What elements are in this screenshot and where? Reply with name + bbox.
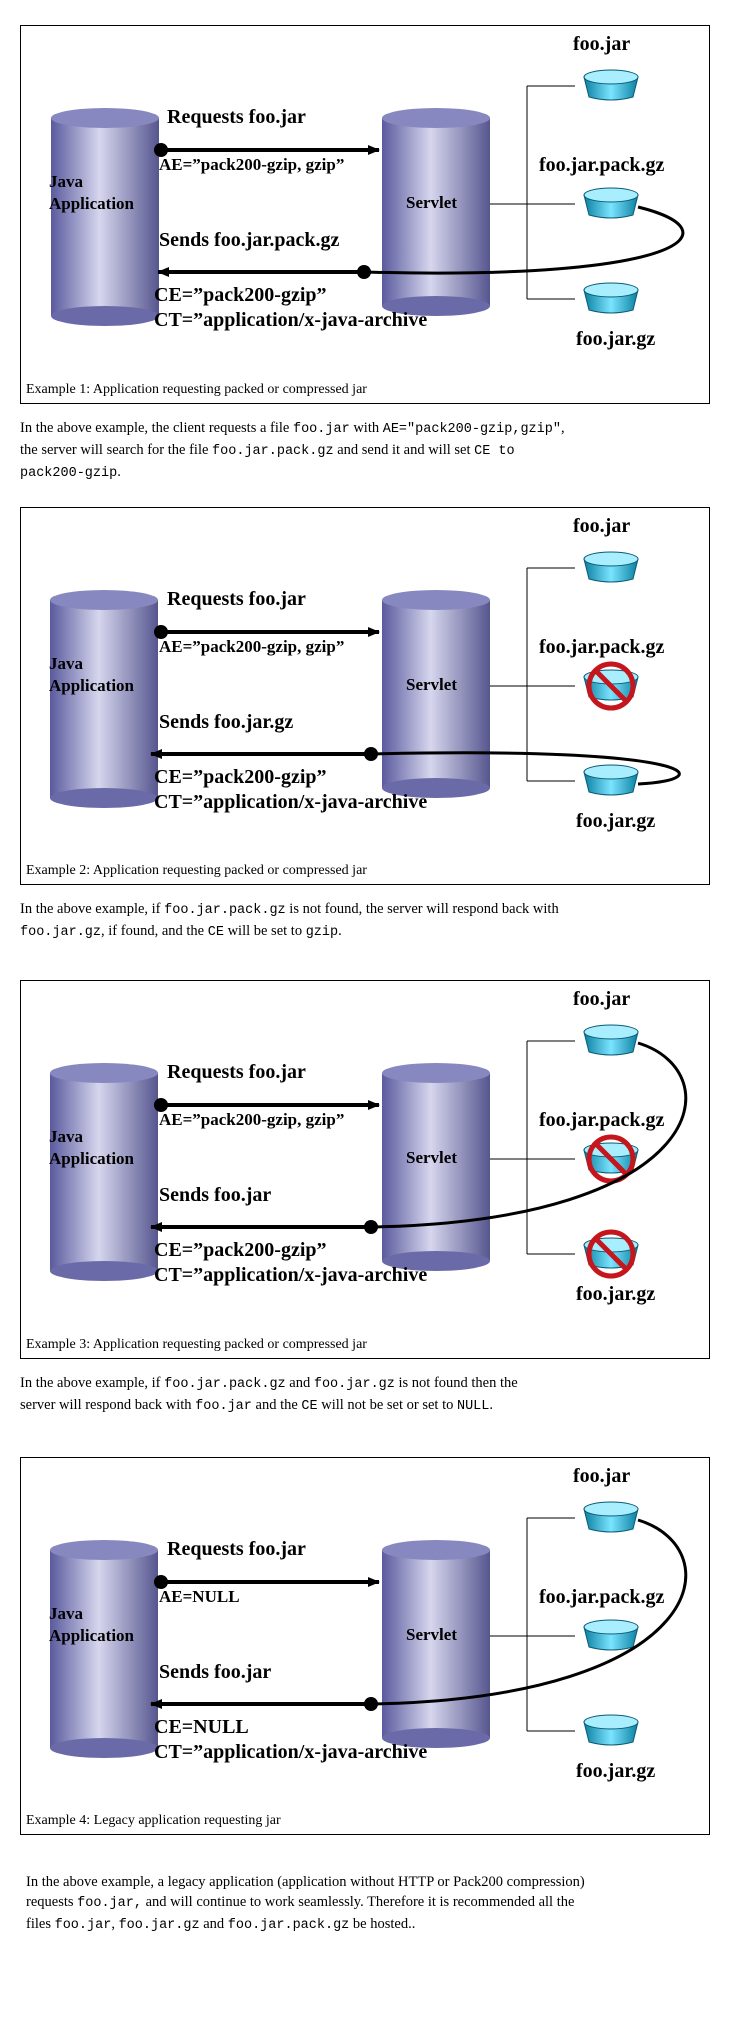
return-path — [370, 1518, 688, 1706]
foo-jar-pack-gz-label: foo.jar.pack.gz — [539, 154, 665, 176]
sends-label: Sends foo.jar — [159, 1661, 272, 1683]
servlet-connector — [490, 1040, 575, 1255]
foo-jar-gz-bucket — [583, 282, 639, 314]
ae-label: AE=”pack200-gzip, gzip” — [159, 1110, 345, 1129]
foo-jar-pack-gz-label: foo.jar.pack.gz — [539, 1586, 665, 1608]
foo-jar-label: foo.jar — [573, 515, 631, 537]
example-2-graphic — [50, 551, 681, 808]
foo-jar-label: foo.jar — [573, 988, 631, 1010]
example-1-caption: Example 1: Application requesting packed… — [26, 382, 367, 397]
requests-label: Requests foo.jar — [167, 1538, 306, 1560]
sends-label: Sends foo.jar — [159, 1184, 272, 1206]
servlet-label: Servlet — [406, 1625, 457, 1644]
servlet-cylinder — [382, 108, 490, 316]
foo-jar-pack-gz-label: foo.jar.pack.gz — [539, 636, 665, 658]
ce-label: CE=NULL — [154, 1716, 249, 1738]
foo-jar-label: foo.jar — [573, 1465, 631, 1487]
ce-label: CE=”pack200-gzip” — [154, 766, 327, 788]
servlet-cylinder — [382, 590, 490, 798]
ce-label: CE=”pack200-gzip” — [154, 284, 327, 306]
servlet-cylinder — [382, 1063, 490, 1271]
example-4-caption: Example 4: Legacy application requesting… — [26, 1813, 281, 1828]
foo-jar-gz-label: foo.jar.gz — [576, 328, 656, 350]
foo-jar-bucket — [583, 1501, 639, 1533]
paragraph-4: In the above example, a legacy applicati… — [26, 1874, 585, 1933]
servlet-connector — [490, 567, 575, 782]
servlet-connector — [490, 85, 575, 300]
example-3-graphic — [50, 1024, 688, 1281]
foo-jar-pack-gz-bucket — [583, 1619, 639, 1651]
sends-label: Sends foo.jar.gz — [159, 711, 294, 733]
example-4-graphic — [50, 1501, 688, 1758]
foo-jar-gz-bucket — [583, 764, 639, 796]
paragraph-2: In the above example, if foo.jar.pack.gz… — [20, 901, 559, 940]
servlet-cylinder — [382, 1540, 490, 1748]
servlet-connector — [490, 1517, 575, 1732]
foo-jar-bucket — [583, 1024, 639, 1056]
java-application-cylinder — [50, 1063, 158, 1281]
paragraph-1: In the above example, the client request… — [20, 420, 565, 481]
foo-jar-label: foo.jar — [573, 33, 631, 55]
requests-label: Requests foo.jar — [167, 106, 306, 128]
ct-label: CT=”application/x-java-archive — [154, 309, 428, 331]
java-application-cylinder — [50, 590, 158, 808]
paragraph-3: In the above example, if foo.jar.pack.gz… — [20, 1375, 518, 1414]
return-path — [370, 1041, 688, 1229]
servlet-label: Servlet — [406, 1148, 457, 1167]
java-application-cylinder — [50, 1540, 158, 1758]
ae-label: AE=”pack200-gzip, gzip” — [159, 155, 345, 174]
example-3-caption: Example 3: Application requesting packed… — [26, 1337, 367, 1352]
return-path — [363, 205, 685, 275]
requests-label: Requests foo.jar — [167, 1061, 306, 1083]
sends-label: Sends foo.jar.pack.gz — [159, 229, 340, 251]
return-path — [370, 751, 681, 786]
foo-jar-gz-bucket — [583, 1714, 639, 1746]
servlet-label: Servlet — [406, 193, 457, 212]
ce-label: CE=”pack200-gzip” — [154, 1239, 327, 1261]
foo-jar-pack-gz-label: foo.jar.pack.gz — [539, 1109, 665, 1131]
foo-jar-pack-gz-bucket — [583, 187, 639, 219]
foo-jar-bucket — [583, 69, 639, 101]
servlet-label: Servlet — [406, 675, 457, 694]
java-application-cylinder — [51, 108, 159, 326]
foo-jar-gz-label: foo.jar.gz — [576, 810, 656, 832]
ct-label: CT=”application/x-java-archive — [154, 1741, 428, 1763]
ct-label: CT=”application/x-java-archive — [154, 791, 428, 813]
ae-label: AE=”pack200-gzip, gzip” — [159, 637, 345, 656]
ae-label: AE=NULL — [159, 1587, 240, 1606]
foo-jar-bucket — [583, 551, 639, 583]
requests-label: Requests foo.jar — [167, 588, 306, 610]
example-1-graphic — [51, 69, 685, 326]
foo-jar-gz-label: foo.jar.gz — [576, 1760, 656, 1782]
example-2-caption: Example 2: Application requesting packed… — [26, 863, 367, 878]
ct-label: CT=”application/x-java-archive — [154, 1264, 428, 1286]
foo-jar-gz-label: foo.jar.gz — [576, 1283, 656, 1305]
